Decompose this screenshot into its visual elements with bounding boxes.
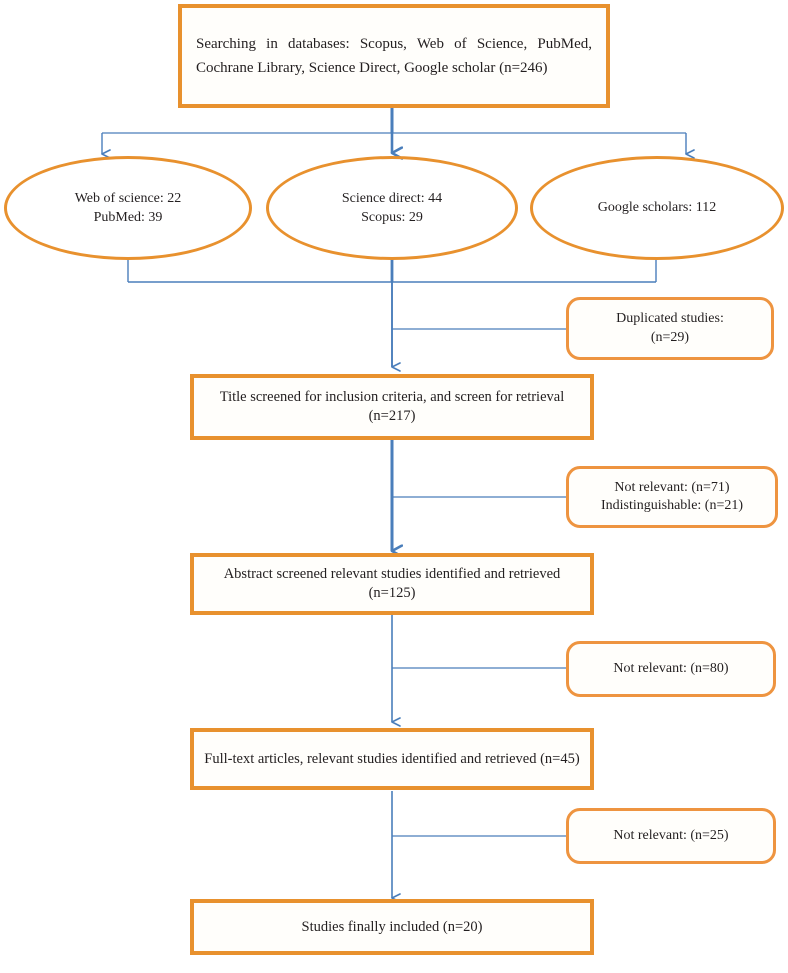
excluded-after-fulltext-line1: Not relevant: (n=25) <box>613 827 729 843</box>
node-source-web-of-science: Web of science: 22 PubMed: 39 <box>4 156 252 260</box>
node-excluded-after-title: Not relevant: (n=71) Indistinguishable: … <box>566 466 778 528</box>
node-excluded-after-fulltext: Not relevant: (n=25) <box>566 808 776 864</box>
node-excluded-after-abstract: Not relevant: (n=80) <box>566 641 776 697</box>
node-title-screening: Title screened for inclusion criteria, a… <box>190 374 594 440</box>
source-google-scholars-line1: Google scholars: 112 <box>597 200 717 216</box>
node-abstract-screening-label: Abstract screened relevant studies ident… <box>223 566 561 601</box>
node-source-google-scholars: Google scholars: 112 <box>530 156 784 260</box>
node-search-databases: Searching in databases: Scopus, Web of S… <box>178 4 610 108</box>
node-studies-included: Studies finally included (n=20) <box>190 899 594 955</box>
source-science-direct-line1: Science direct: 44 <box>341 190 443 206</box>
node-fulltext-screening-label: Full-text articles, relevant studies ide… <box>204 750 580 767</box>
node-duplicated-studies: Duplicated studies: (n=29) <box>566 297 774 360</box>
node-title-screening-label: Title screened for inclusion criteria, a… <box>219 389 565 424</box>
excluded-after-abstract-line1: Not relevant: (n=80) <box>613 660 729 676</box>
excluded-after-title-line1: Not relevant: (n=71) <box>614 479 730 495</box>
source-science-direct-line2: Scopus: 29 <box>361 210 423 225</box>
duplicated-studies-line1: Duplicated studies: <box>616 311 724 327</box>
node-fulltext-screening: Full-text articles, relevant studies ide… <box>190 728 594 790</box>
node-abstract-screening: Abstract screened relevant studies ident… <box>190 553 594 615</box>
excluded-after-title-line2: Indistinguishable: (n=21) <box>600 498 744 513</box>
node-source-science-direct: Science direct: 44 Scopus: 29 <box>266 156 518 260</box>
node-search-databases-label: Searching in databases: Scopus, Web of S… <box>196 35 592 76</box>
source-web-of-science-line1: Web of science: 22 <box>74 190 182 206</box>
node-studies-included-label: Studies finally included (n=20) <box>301 918 483 935</box>
duplicated-studies-line2: (n=29) <box>650 329 690 345</box>
source-web-of-science-line2: PubMed: 39 <box>93 210 163 225</box>
